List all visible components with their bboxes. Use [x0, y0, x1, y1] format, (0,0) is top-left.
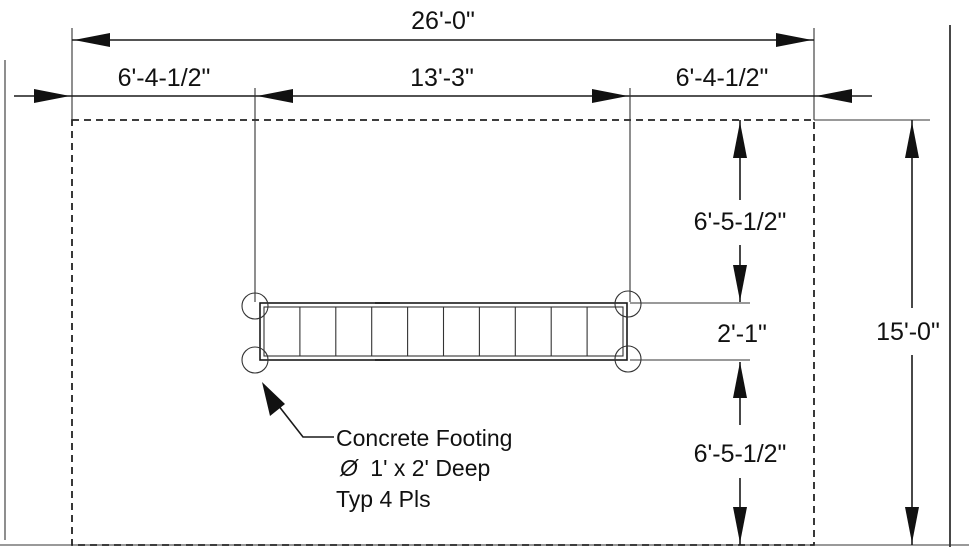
arrowhead-right-outer	[816, 89, 852, 103]
segment-dimension-row: 6'-4-1/2" 13'-3" 6'-4-1/2"	[14, 64, 872, 302]
middle-depth-label: 2'-1"	[717, 320, 767, 348]
arrowhead-top-down	[733, 265, 747, 301]
footing-bottom-left	[241, 346, 269, 374]
bottom-offset-label: 6'-5-1/2"	[694, 440, 787, 468]
note-line-3: Typ 4 Pls	[336, 486, 431, 512]
center-span-label: 13'-3"	[410, 64, 474, 92]
arrowhead-left-outer	[34, 89, 70, 103]
walkway-plan	[259, 302, 628, 361]
overall-width-dimension: 26'-0"	[71, 7, 815, 120]
top-offset-label: 6'-5-1/2"	[694, 208, 787, 236]
note-line-2-text: 1' x 2' Deep	[370, 455, 490, 481]
site-boundary	[71, 119, 815, 546]
vertical-chain-dimension: 6'-5-1/2" 2'-1" 6'-5-1/2"	[694, 120, 787, 545]
arrowhead-center-left	[257, 89, 293, 103]
left-offset-label: 6'-4-1/2"	[118, 64, 211, 92]
right-offset-label: 6'-4-1/2"	[676, 64, 769, 92]
arrowhead-top-up	[733, 122, 747, 158]
arrowhead-right	[776, 33, 812, 47]
arrowhead-bottom-down	[733, 507, 747, 543]
arrowhead-depth-up	[905, 122, 919, 158]
footing-top-left	[241, 292, 269, 320]
overall-depth-dimension: 15'-0"	[814, 119, 940, 546]
arrowhead-bottom-up	[733, 362, 747, 398]
arrowhead-center-right	[592, 89, 628, 103]
note-line-1: Concrete Footing	[336, 425, 512, 451]
arrowhead-left	[74, 33, 110, 47]
leader-arrowhead	[262, 382, 285, 416]
overall-width-label: 26'-0"	[411, 7, 475, 35]
note-line-2: Ø 1' x 2' Deep	[339, 455, 490, 481]
footing-note: Concrete Footing Ø 1' x 2' Deep Typ 4 Pl…	[262, 382, 512, 512]
footing-bottom-right	[614, 345, 642, 373]
arrowhead-depth-down	[905, 507, 919, 543]
footings	[241, 290, 642, 374]
overall-depth-label: 15'-0"	[876, 318, 940, 346]
deck-panels	[299, 307, 588, 356]
footing-top-right	[614, 290, 642, 318]
diameter-symbol: Ø	[339, 455, 359, 481]
